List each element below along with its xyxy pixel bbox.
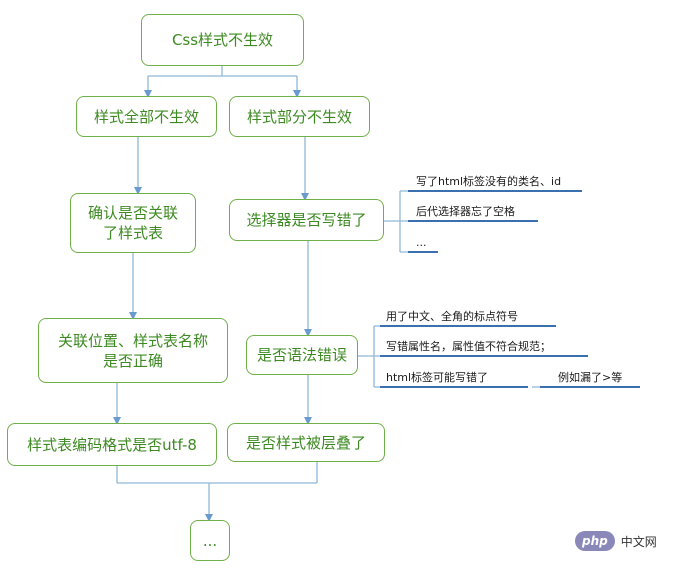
node-label: 样式表编码格式是否utf-8 [27,435,197,454]
node-label: 是否样式被层叠了 [245,433,366,452]
note-selector-1: 写了html标签没有的类名、id [416,175,562,188]
node-label: 选择器是否写错了 [246,211,367,229]
node-label: 样式全部不生效 [93,107,199,126]
note-syntax-2: 写错属性名，属性值不符合规范； [386,340,551,353]
node-label: 样式部分不生效 [246,107,352,126]
node-syntax-error: 是否语法错误 [246,335,358,375]
node-encoding-utf8: 样式表编码格式是否utf-8 [7,423,217,466]
node-link-position: 关联位置、样式表名称 是否正确 [38,318,228,383]
node-overridden: 是否样式被层叠了 [227,423,385,462]
brace-syntax-notes [358,325,380,388]
node-selector-wrong: 选择器是否写错了 [229,199,384,241]
node-ellipsis: ... [190,520,230,561]
php-logo: php [575,531,615,551]
node-label: ... [202,531,218,550]
note-syntax-1: 用了中文、全角的标点符号 [386,310,518,323]
node-label-line2: 是否正确 [102,351,163,370]
brace-selector-notes [384,190,408,253]
node-css-not-effective: Css样式不生效 [141,14,304,66]
note-selector-3: ... [416,236,427,249]
watermark-text: 中文网 [620,534,657,549]
watermark: php 中文网 [575,530,657,552]
node-label-line1: 关联位置、样式表名称 [57,331,208,350]
node-label: 是否语法错误 [256,346,347,364]
note-selector-2: 后代选择器忘了空格 [416,205,515,218]
note-syntax-sub: 例如漏了>等 [558,371,623,384]
note-syntax-3: html标签可能写错了 [386,371,489,384]
node-all-not-effective: 样式全部不生效 [76,96,217,137]
node-label-line1: 确认是否关联 [87,204,178,222]
node-part-not-effective: 样式部分不生效 [229,96,370,137]
node-label-line2: 了样式表 [102,224,163,242]
node-label: Css样式不生效 [171,31,274,49]
node-check-linked: 确认是否关联 了样式表 [70,193,196,253]
